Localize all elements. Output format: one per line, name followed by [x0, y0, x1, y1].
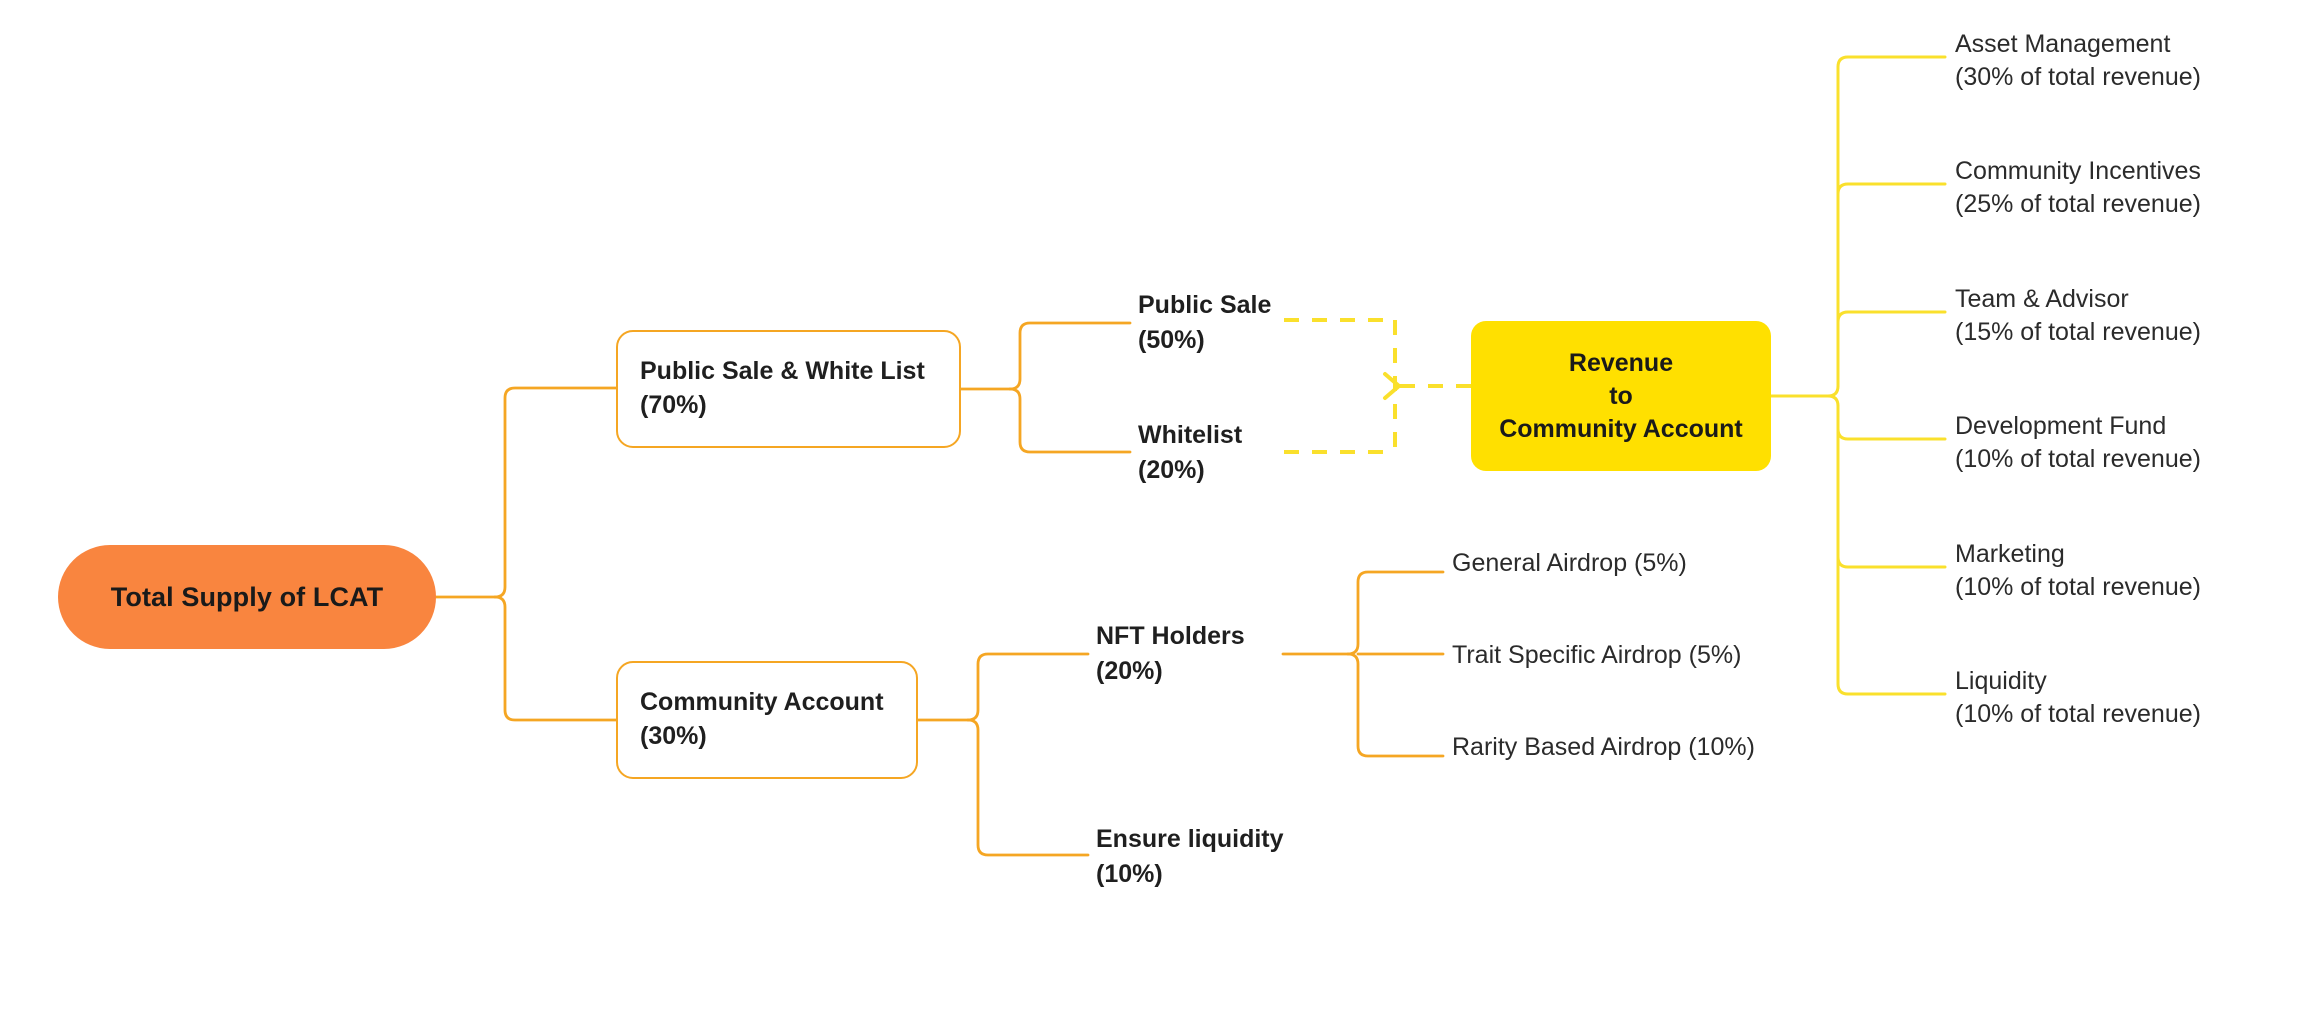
node-revenue-line3: Community Account — [1499, 414, 1743, 443]
root-node-total-supply[interactable]: Total Supply of LCAT — [58, 545, 436, 649]
node-team-advisor-percent: (15% of total revenue) — [1955, 318, 2201, 347]
node-whitelist[interactable]: Whitelist (20%) — [1138, 418, 1242, 487]
wire-community-to-ensure — [966, 718, 1090, 857]
node-public-sale-white-list-title: Public Sale & White List — [640, 356, 925, 385]
wire-nft-to-rarity — [1346, 652, 1445, 758]
node-ensure-liquidity[interactable]: Ensure liquidity (10%) — [1096, 822, 1284, 891]
node-community-incentives[interactable]: Community Incentives (25% of total reven… — [1955, 155, 2201, 222]
wire-revenue-to-team — [1836, 310, 1947, 388]
node-public-sale[interactable]: Public Sale (50%) — [1138, 288, 1271, 357]
node-nft-holders[interactable]: NFT Holders (20%) — [1096, 619, 1245, 688]
node-public-sale-white-list-percent: (70%) — [640, 391, 707, 419]
node-liquidity-title: Liquidity — [1955, 667, 2047, 695]
node-public-sale-white-list[interactable]: Public Sale & White List (70%) — [616, 330, 961, 448]
node-community-incentives-percent: (25% of total revenue) — [1955, 190, 2201, 219]
node-development-fund-title: Development Fund — [1955, 412, 2167, 440]
wire-public-to-whitelist — [1008, 387, 1132, 454]
node-asset-management-title: Asset Management — [1955, 30, 2171, 58]
node-whitelist-percent: (20%) — [1138, 455, 1205, 484]
node-liquidity-percent: (10% of total revenue) — [1955, 700, 2201, 729]
wire-community-to-nft — [966, 652, 1090, 722]
node-team-advisor[interactable]: Team & Advisor (15% of total revenue) — [1955, 283, 2201, 350]
node-team-advisor-title: Team & Advisor — [1955, 285, 2129, 313]
node-nft-holders-title: NFT Holders — [1096, 622, 1245, 650]
node-marketing[interactable]: Marketing (10% of total revenue) — [1955, 538, 2201, 605]
node-trait-specific-airdrop-label: Trait Specific Airdrop (5%) — [1452, 641, 1742, 669]
node-general-airdrop[interactable]: General Airdrop (5%) — [1452, 547, 1687, 580]
node-ensure-liquidity-title: Ensure liquidity — [1096, 825, 1284, 853]
wire-root-to-public — [493, 386, 618, 599]
wire-root-to-community — [493, 595, 618, 722]
node-development-fund-percent: (10% of total revenue) — [1955, 445, 2201, 474]
node-revenue-line2: to — [1609, 381, 1633, 410]
node-community-account[interactable]: Community Account (30%) — [616, 661, 918, 779]
node-whitelist-title: Whitelist — [1138, 421, 1243, 449]
node-rarity-based-airdrop[interactable]: Rarity Based Airdrop (10%) — [1452, 731, 1755, 764]
node-community-account-percent: (30%) — [640, 722, 707, 750]
wire-public-to-publicsale — [1008, 321, 1132, 391]
node-nft-holders-percent: (20%) — [1096, 656, 1163, 685]
wire-nft-to-general — [1346, 570, 1445, 656]
node-asset-management-percent: (30% of total revenue) — [1955, 63, 2201, 92]
node-rarity-based-airdrop-label: Rarity Based Airdrop (10%) — [1452, 733, 1755, 761]
node-marketing-percent: (10% of total revenue) — [1955, 573, 2201, 602]
node-development-fund[interactable]: Development Fund (10% of total revenue) — [1955, 410, 2201, 477]
node-public-sale-title: Public Sale — [1138, 291, 1272, 319]
wire-revenue-to-incentives — [1836, 182, 1947, 388]
wire-revenue-to-marketing — [1836, 404, 1947, 569]
node-public-sale-percent: (50%) — [1138, 325, 1205, 354]
node-trait-specific-airdrop[interactable]: Trait Specific Airdrop (5%) — [1452, 639, 1741, 672]
wire-revenue-to-liquidity — [1836, 404, 1947, 696]
node-liquidity[interactable]: Liquidity (10% of total revenue) — [1955, 665, 2201, 732]
wire-revenue-to-asset — [1826, 55, 1947, 398]
node-general-airdrop-label: General Airdrop (5%) — [1452, 549, 1687, 577]
node-revenue-to-community-account[interactable]: Revenue to Community Account — [1471, 321, 1771, 471]
root-node-label: Total Supply of LCAT — [110, 581, 384, 612]
node-ensure-liquidity-percent: (10%) — [1096, 859, 1163, 888]
wire-revenue-to-devfund — [1826, 394, 1947, 441]
node-revenue-line1: Revenue — [1568, 348, 1674, 377]
node-community-incentives-title: Community Incentives — [1955, 157, 2201, 185]
node-community-account-title: Community Account — [640, 687, 884, 716]
arrowhead-icon — [1383, 372, 1401, 400]
node-asset-management[interactable]: Asset Management (30% of total revenue) — [1955, 28, 2201, 95]
node-marketing-title: Marketing — [1955, 540, 2065, 568]
